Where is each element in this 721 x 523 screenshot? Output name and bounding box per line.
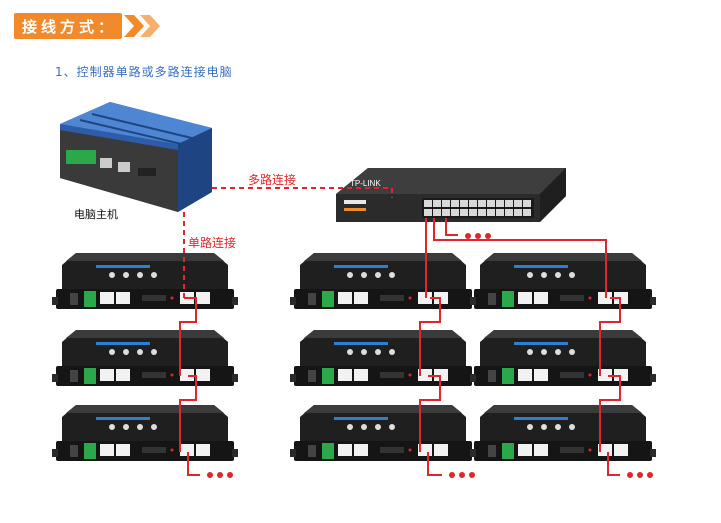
network-switch: TP-LINK: [336, 168, 566, 222]
controller-box: [290, 253, 476, 309]
computer-label: 电脑主机: [74, 208, 118, 221]
dashed-cable: [183, 187, 393, 298]
controller-box: [470, 330, 656, 386]
single-path-label: 单路连接: [188, 236, 237, 250]
continuation-dots: [627, 472, 653, 478]
controller-box: [52, 253, 238, 309]
controller-box: [52, 330, 238, 386]
controller-box: [52, 405, 238, 461]
controller-box: [290, 405, 476, 461]
controller-box: [290, 330, 476, 386]
continuation-dots: [449, 472, 475, 478]
section-banner: 接线方式：: [14, 13, 122, 39]
computer-case: [60, 102, 212, 212]
controller-box: [470, 253, 656, 309]
continuation-dots: [207, 472, 233, 478]
section-title: 接线方式：: [22, 18, 118, 36]
switch-brand: TP-LINK: [350, 179, 381, 188]
solid-cable: [179, 218, 621, 476]
step-description: 1、控制器单路或多路连接电脑: [55, 65, 233, 79]
multi-path-label: 多路连接: [248, 173, 297, 187]
chevron-right-icon: [124, 15, 160, 37]
controller-box: [470, 405, 656, 461]
continuation-dots: [465, 233, 491, 239]
